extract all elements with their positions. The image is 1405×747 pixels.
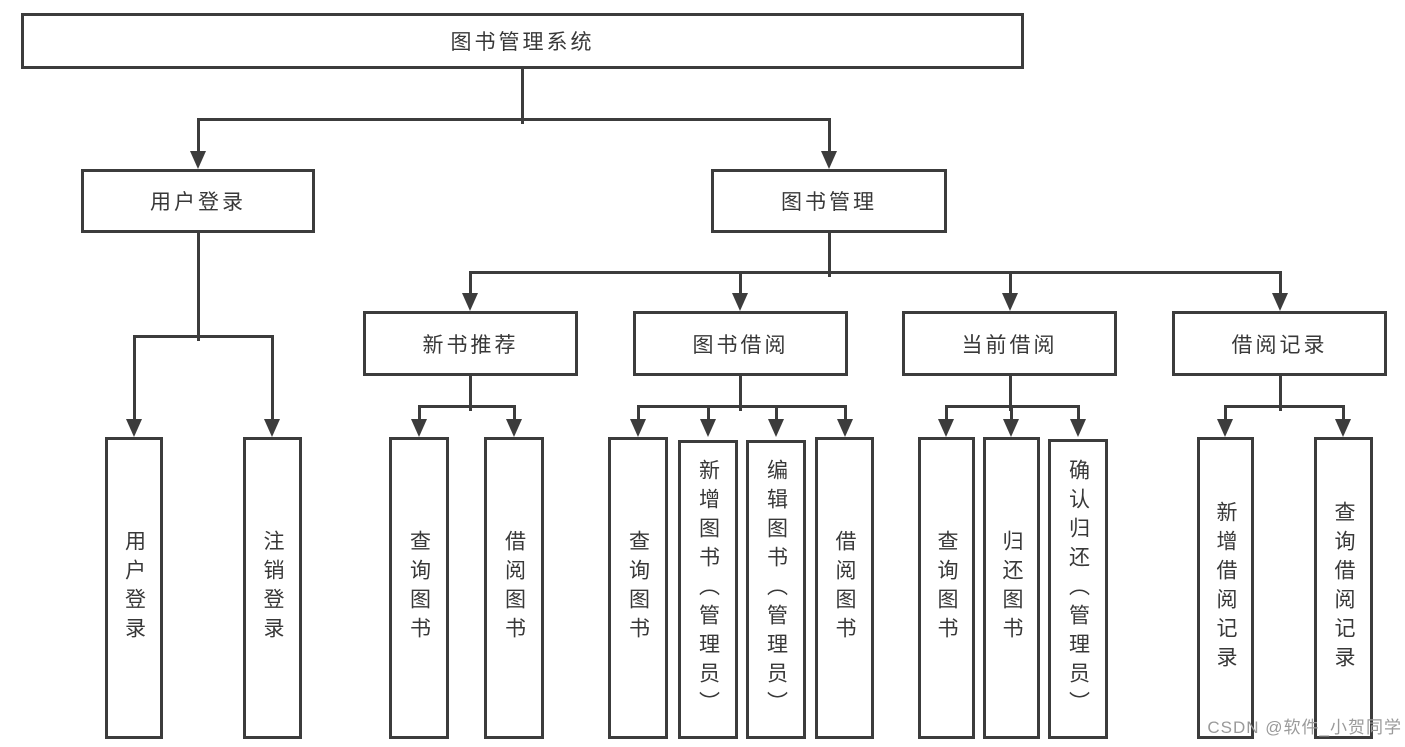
- node-query-books-2: 查询图书: [608, 437, 668, 739]
- node-label: 新增借阅记录: [1214, 501, 1238, 675]
- node-label: 编辑图书（管理员）: [764, 459, 788, 720]
- arrow-down-icon: [462, 293, 478, 311]
- node-label: 图书管理: [781, 191, 877, 214]
- connector-line: [738, 374, 742, 411]
- node-label: 新书推荐: [422, 333, 519, 357]
- connector-line: [468, 270, 472, 298]
- connector-line: [1008, 270, 1012, 298]
- node-label: 归还图书: [1000, 530, 1024, 646]
- arrow-down-icon: [1335, 419, 1351, 437]
- node-query-books-1: 查询图书: [389, 437, 449, 739]
- arrow-down-icon: [1217, 419, 1233, 437]
- connector-line: [843, 404, 847, 424]
- connector-line: [774, 404, 778, 424]
- arrow-down-icon: [190, 151, 206, 169]
- node-book-borrow: 图书借阅: [633, 311, 848, 376]
- connector-line: [1076, 404, 1080, 424]
- node-confirm-return-admin: 确认归还（管理员）: [1048, 439, 1108, 739]
- arrow-down-icon: [938, 419, 954, 437]
- node-label: 当前借阅: [961, 333, 1058, 357]
- node-label: 借阅记录: [1231, 333, 1328, 357]
- node-label: 新增图书（管理员）: [696, 459, 720, 720]
- connector-line: [468, 374, 472, 411]
- connector-line: [944, 404, 948, 424]
- connector-line: [1223, 404, 1345, 408]
- node-label: 查询图书: [626, 530, 650, 646]
- node-query-books-3: 查询图书: [918, 437, 975, 739]
- node-label: 图书借阅: [692, 333, 789, 357]
- connector-line: [1223, 404, 1227, 424]
- connector-line: [1341, 404, 1345, 424]
- connector-line: [636, 404, 640, 424]
- node-borrow-books-2: 借阅图书: [815, 437, 874, 739]
- arrow-down-icon: [1002, 293, 1018, 311]
- connector-line: [196, 231, 200, 341]
- connector-line: [1278, 374, 1282, 411]
- connector-line: [132, 334, 274, 338]
- node-return-books: 归还图书: [983, 437, 1040, 739]
- connector-line: [196, 117, 831, 121]
- connector-line: [1009, 404, 1013, 424]
- connector-line: [827, 117, 831, 156]
- node-query-borrow-record: 查询借阅记录: [1314, 437, 1373, 739]
- connector-line: [1278, 270, 1282, 298]
- node-label: 查询图书: [407, 530, 431, 646]
- node-root: 图书管理系统: [21, 13, 1024, 69]
- arrow-down-icon: [1070, 419, 1086, 437]
- arrow-down-icon: [264, 419, 280, 437]
- connector-line: [196, 117, 200, 156]
- node-add-borrow-record: 新增借阅记录: [1197, 437, 1254, 739]
- node-login: 用户登录: [81, 169, 315, 233]
- arrow-down-icon: [411, 419, 427, 437]
- node-label: 用户登录: [122, 530, 146, 646]
- node-label: 图书管理系统: [450, 31, 595, 54]
- node-mgmt: 图书管理: [711, 169, 947, 233]
- connector-line: [520, 67, 524, 124]
- arrow-down-icon: [732, 293, 748, 311]
- node-borrow-books-1: 借阅图书: [484, 437, 544, 739]
- node-label: 借阅图书: [833, 530, 857, 646]
- arrow-down-icon: [700, 419, 716, 437]
- node-logout: 注销登录: [243, 437, 302, 739]
- arrow-down-icon: [768, 419, 784, 437]
- node-label: 查询图书: [935, 530, 959, 646]
- arrow-down-icon: [630, 419, 646, 437]
- connector-line: [417, 404, 421, 424]
- arrow-down-icon: [1272, 293, 1288, 311]
- connector-line: [132, 334, 136, 424]
- connector-line: [1008, 374, 1012, 411]
- node-current-borrow: 当前借阅: [902, 311, 1117, 376]
- arrow-down-icon: [126, 419, 142, 437]
- connector-line: [512, 404, 516, 424]
- node-new-book-recommend: 新书推荐: [363, 311, 578, 376]
- node-user-login: 用户登录: [105, 437, 163, 739]
- node-add-books-admin: 新增图书（管理员）: [678, 440, 738, 739]
- node-label: 注销登录: [261, 530, 285, 646]
- node-label: 借阅图书: [502, 530, 526, 646]
- node-label: 确认归还（管理员）: [1066, 458, 1090, 720]
- node-label: 查询借阅记录: [1332, 501, 1356, 675]
- arrow-down-icon: [821, 151, 837, 169]
- connector-line: [706, 404, 710, 424]
- arrow-down-icon: [1003, 419, 1019, 437]
- connector-line: [270, 334, 274, 424]
- connector-line: [738, 270, 742, 298]
- node-edit-books-admin: 编辑图书（管理员）: [746, 440, 806, 739]
- connector-line: [417, 404, 516, 408]
- arrow-down-icon: [506, 419, 522, 437]
- arrow-down-icon: [837, 419, 853, 437]
- connector-line: [468, 270, 1282, 274]
- node-label: 用户登录: [150, 191, 246, 214]
- connector-line: [827, 231, 831, 277]
- connector-line: [636, 404, 847, 408]
- node-borrow-records: 借阅记录: [1172, 311, 1387, 376]
- watermark: CSDN @软件_小贺同学: [1207, 718, 1402, 737]
